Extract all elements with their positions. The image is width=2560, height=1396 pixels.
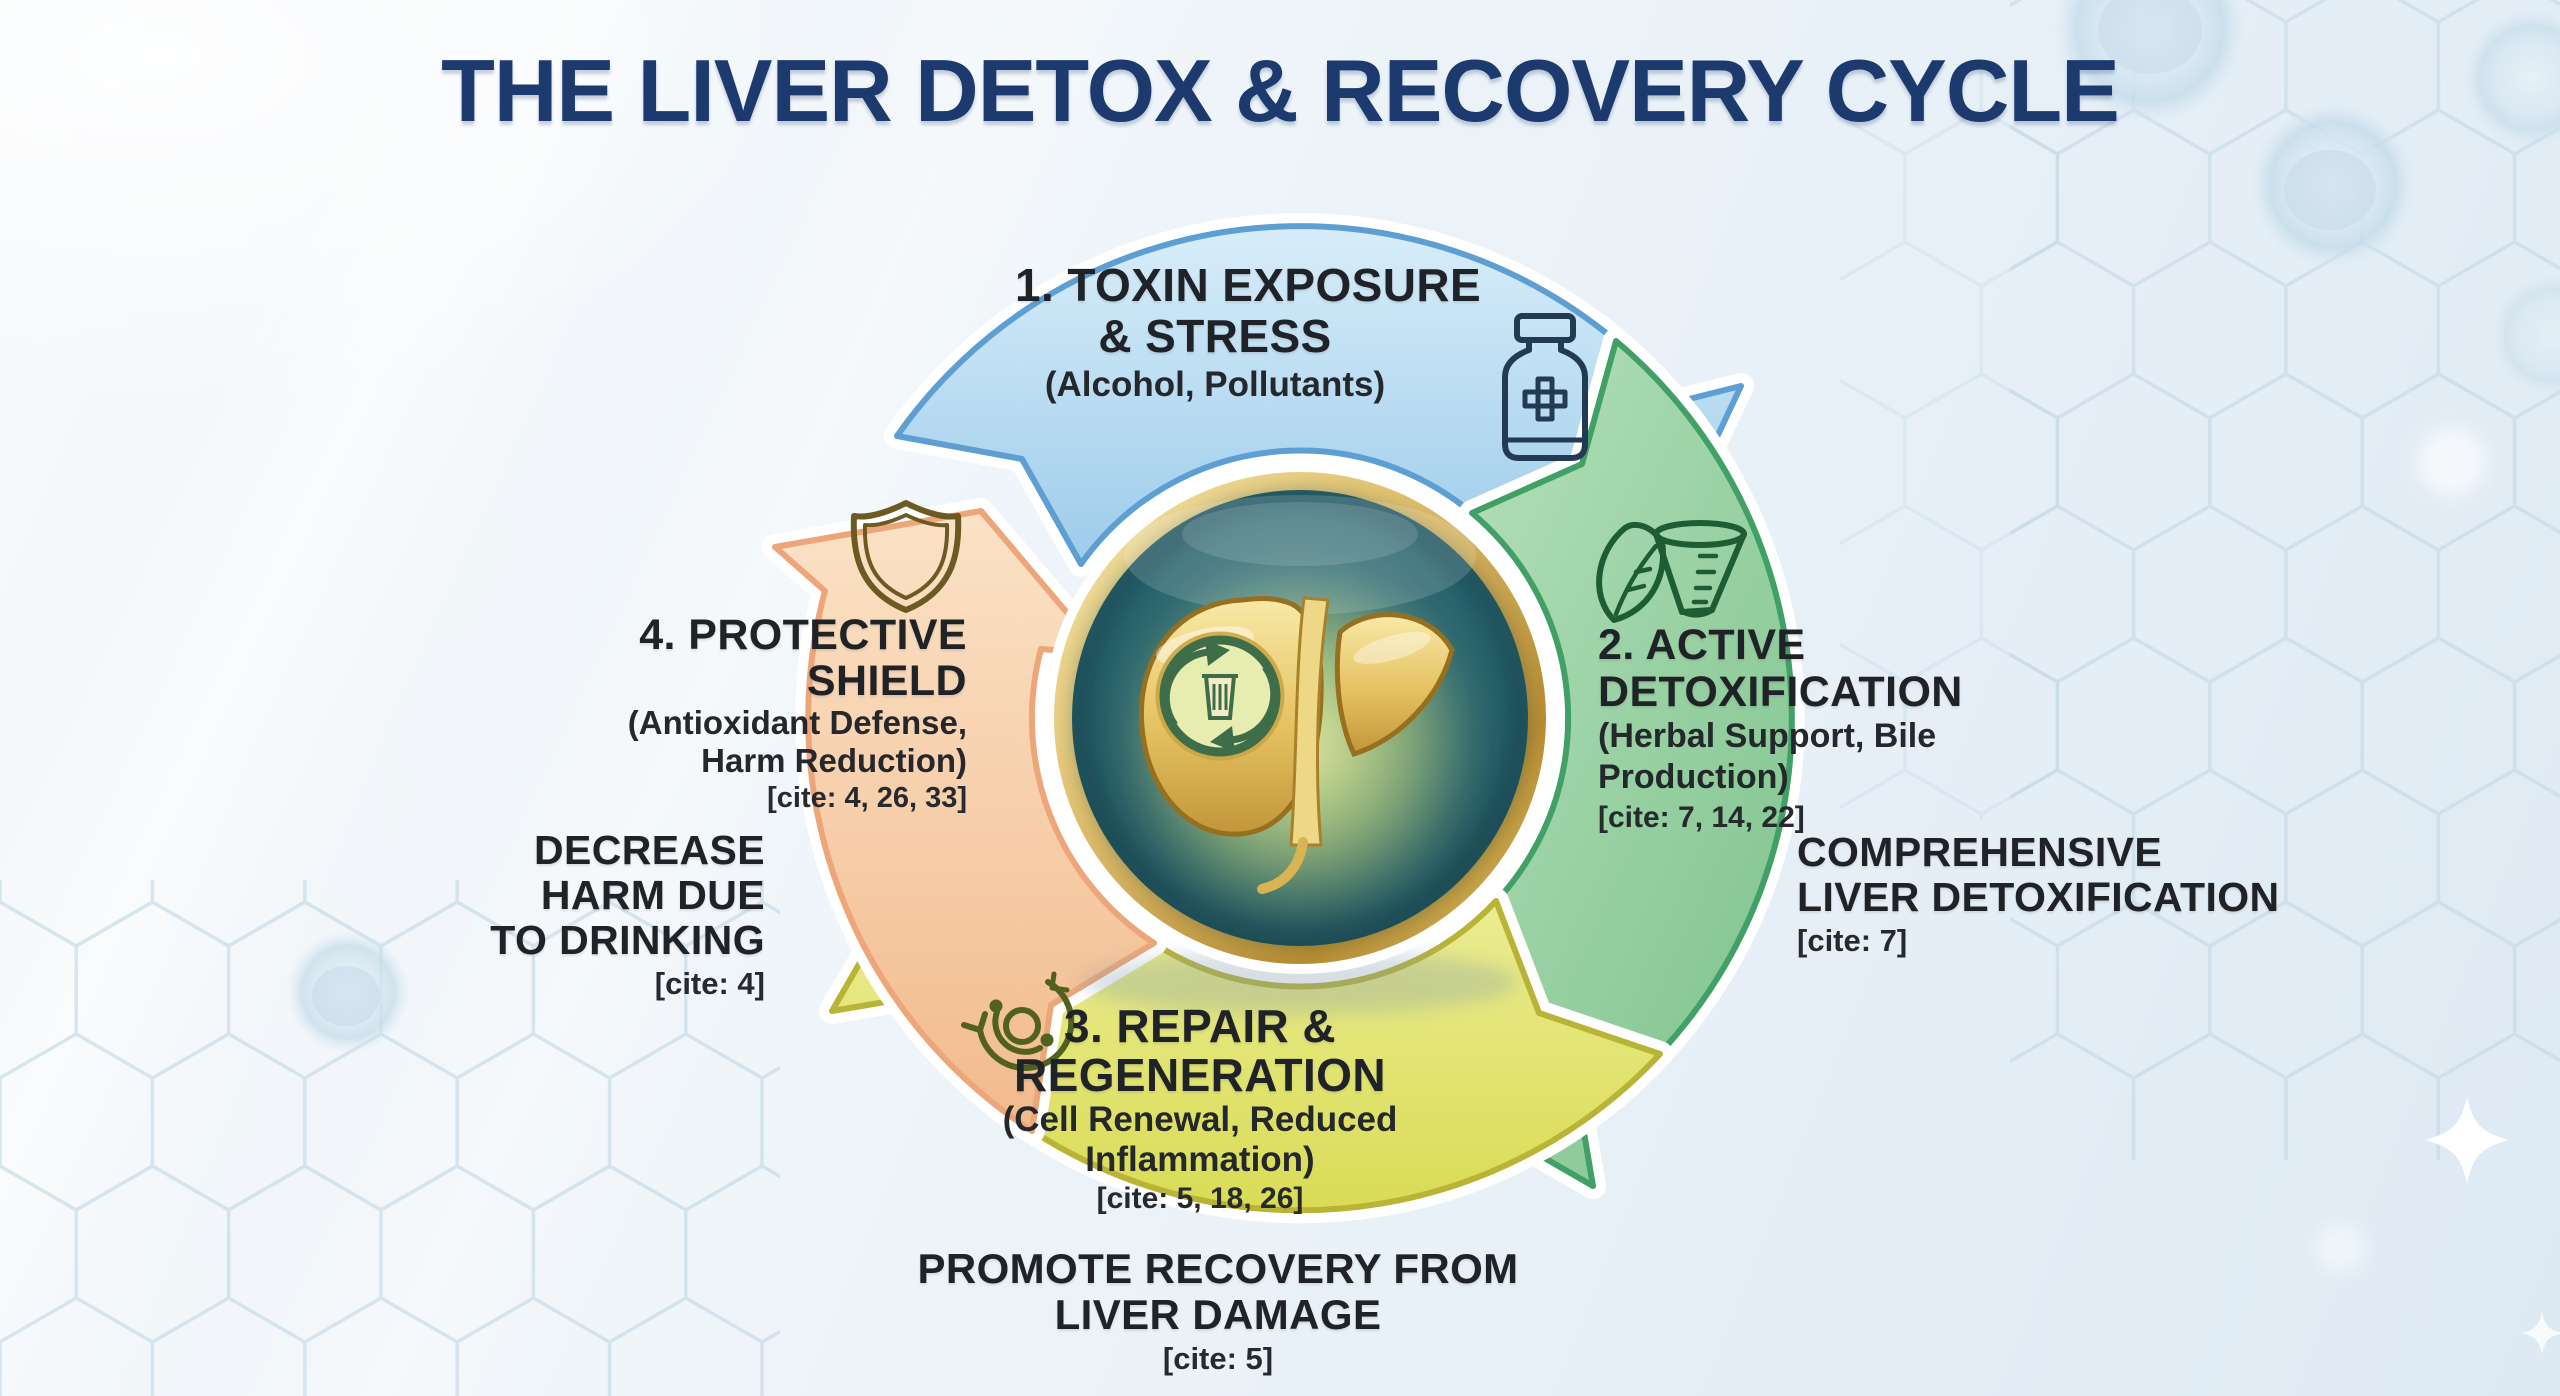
recycle-arrows-icon [1155, 631, 1285, 761]
stage3-heading-line2: REGENERATION [1014, 1049, 1386, 1101]
stage4-subtitle-line1: (Antioxidant Defense, [627, 704, 967, 741]
shield-icon [850, 500, 962, 613]
stage4-subtitle-line2: Harm Reduction) [701, 742, 967, 779]
callout-left-line1: DECREASE [533, 827, 765, 873]
stage3-heading-line1: 3. REPAIR & [1064, 1000, 1336, 1052]
sparkle [2425, 1096, 2560, 1354]
callout-right-citation: [cite: 7] [1797, 923, 1908, 958]
cell-bubbles [286, 0, 2560, 1274]
page-title: THE LIVER DETOX & RECOVERY CYCLE [441, 41, 2120, 140]
stage4-text-block: 4. PROTECTIVE SHIELD (Antioxidant Defens… [555, 612, 967, 816]
leaf-funnel-icon [1596, 520, 1747, 623]
callout-left-line3: TO DRINKING [490, 917, 765, 963]
callout-bottom-line2: LIVER DAMAGE [1054, 1291, 1382, 1338]
stage2-subtitle-line1: (Herbal Support, Bile [1598, 717, 1937, 755]
stage3-subtitle-line1: (Cell Renewal, Reduced [1002, 1100, 1398, 1139]
waste-bin-icon [1202, 674, 1238, 720]
callout-bottom-citation: [cite: 5] [1162, 1341, 1274, 1376]
callout-left-citation: [cite: 4] [654, 966, 765, 1001]
stage1-heading-line2: & STRESS [1098, 310, 1332, 362]
stage4-citation: [cite: 4, 26, 33] [767, 782, 967, 814]
stage1-text-block: 1. TOXIN EXPOSURE & STRESS (Alcohol, Pol… [1015, 259, 1482, 408]
renewal-arrows-icon [961, 971, 1075, 1071]
callout-promote-recovery: PROMOTE RECOVERY FROM LIVER DAMAGE [cite… [868, 1246, 1568, 1380]
stage4-arrow-orange [762, 498, 1167, 1144]
stage1-heading-line1: 1. TOXIN EXPOSURE [1015, 259, 1482, 311]
callout-comprehensive-detox: COMPREHENSIVE LIVER DETOXIFICATION [cite… [1797, 830, 2417, 962]
stage4-heading-line1: 4. PROTECTIVE [639, 611, 967, 659]
callout-left-line2: HARM DUE [540, 872, 765, 918]
stage2-text-block: 2. ACTIVE DETOXIFICATION (Herbal Support… [1598, 622, 2018, 837]
stage3-subtitle-line2: Inflammation) [1085, 1140, 1315, 1179]
callout-right-line1: COMPREHENSIVE [1797, 829, 2163, 875]
callout-bottom-line1: PROMOTE RECOVERY FROM [917, 1245, 1519, 1292]
stage4-heading-line2: SHIELD [806, 657, 967, 705]
stage2-citation: [cite: 7, 14, 22] [1598, 801, 1805, 834]
stage2-heading-line2: DETOXIFICATION [1598, 668, 1963, 716]
stage3-citation: [cite: 5, 18, 26] [1096, 1182, 1304, 1215]
stage1-subtitle: (Alcohol, Pollutants) [1044, 365, 1386, 404]
stage2-heading-line1: 2. ACTIVE [1598, 621, 1806, 669]
liver-recycle-emblem [1044, 462, 1556, 1014]
callout-decrease-harm: DECREASE HARM DUE TO DRINKING [cite: 4] [385, 828, 765, 1005]
medicine-bottle-icon [1502, 313, 1588, 461]
stage3-text-block: 3. REPAIR & REGENERATION (Cell Renewal, … [955, 1002, 1445, 1218]
stage2-subtitle-line2: Production) [1598, 758, 1789, 796]
callout-right-line2: LIVER DETOXIFICATION [1797, 874, 2280, 920]
